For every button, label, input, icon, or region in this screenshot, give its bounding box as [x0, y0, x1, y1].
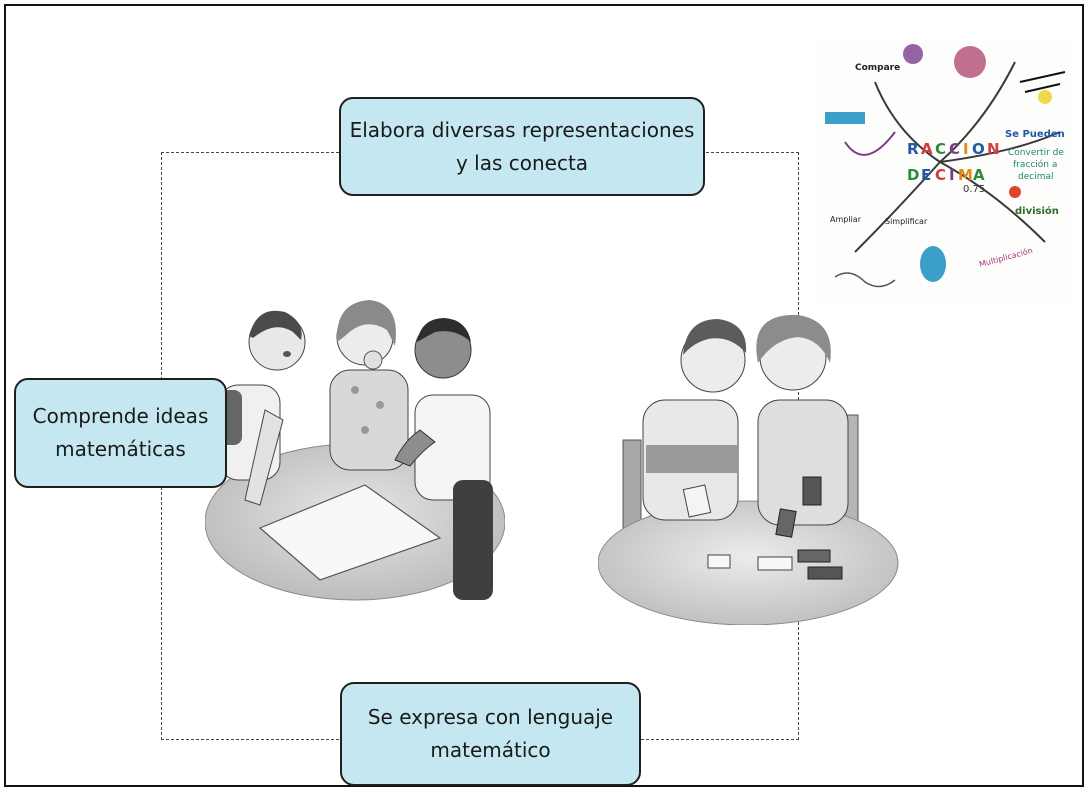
mindmap-word: Convertir de [1008, 148, 1064, 158]
bottom-concept-box: Se expresa con lenguaje matemático [340, 682, 641, 786]
svg-text:M: M [958, 166, 973, 184]
svg-text:N: N [987, 140, 1000, 158]
svg-text:C: C [949, 140, 960, 158]
mindmap-word: Ampliar [830, 215, 862, 224]
svg-text:I: I [963, 140, 969, 158]
round-table [598, 501, 898, 625]
mindmap-word: 0.75 [963, 184, 985, 195]
fractions-mindmap-image: Compare Se Pueden Convertir de fracción … [815, 42, 1070, 304]
mindmap-word: Se Pueden [1005, 129, 1065, 140]
left-concept-box: Comprende ideas matemáticas [14, 378, 227, 488]
children-table-illustration [205, 290, 505, 610]
svg-text:I: I [949, 166, 955, 184]
svg-text:E: E [921, 166, 931, 184]
mindmap-word: fracción a [1013, 159, 1057, 170]
mindmap-drawing: Compare Se Pueden Convertir de fracción … [815, 42, 1070, 304]
mindmap-word: división [1015, 205, 1059, 217]
svg-text:D: D [907, 166, 919, 184]
svg-text:C: C [935, 166, 946, 184]
mindmap-word: decimal [1018, 172, 1053, 182]
top-concept-text: Elabora diversas representaciones y las … [350, 114, 695, 180]
bottom-concept-text: Se expresa con lenguaje matemático [368, 701, 613, 767]
children-cards-illustration [598, 305, 903, 625]
svg-text:O: O [972, 140, 985, 158]
svg-text:A: A [921, 140, 933, 158]
mindmap-word: Compare [855, 63, 900, 73]
left-concept-text: Comprende ideas matemáticas [33, 400, 209, 466]
svg-text:A: A [973, 166, 985, 184]
svg-text:R: R [907, 140, 919, 158]
svg-text:C: C [935, 140, 946, 158]
top-concept-box: Elabora diversas representaciones y las … [339, 97, 705, 196]
mindmap-word: Simplificar [885, 217, 928, 226]
